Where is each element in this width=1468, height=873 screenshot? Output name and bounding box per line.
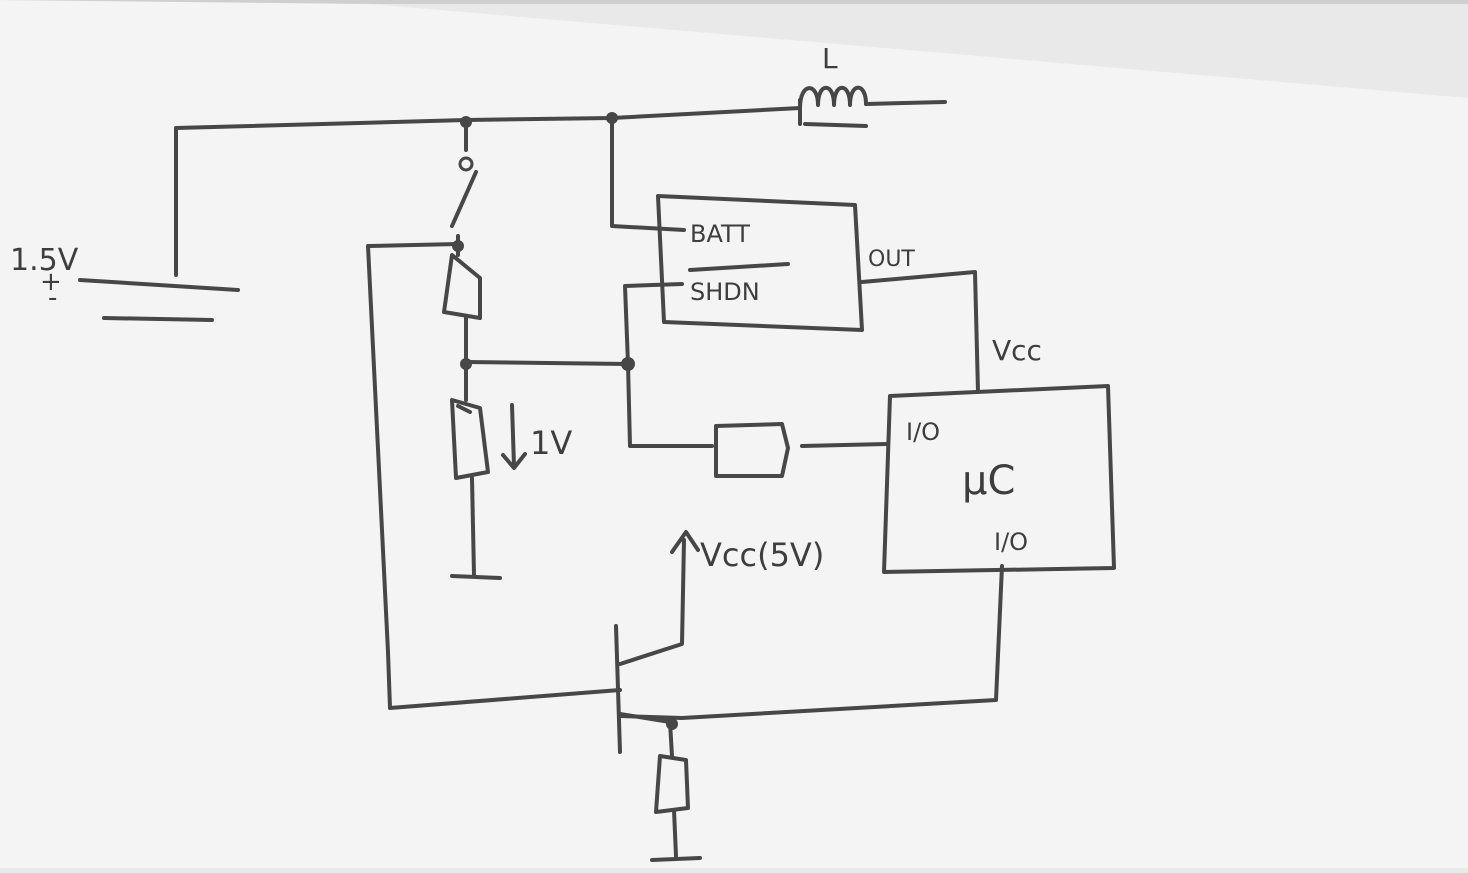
- transistor-base: [614, 624, 622, 754]
- regulator-pin-out: OUT: [868, 247, 915, 272]
- resistor-2: [450, 398, 490, 480]
- mcu-box: [882, 384, 1116, 574]
- ground-1: [450, 574, 502, 580]
- switch-contact-top: [458, 156, 474, 172]
- transistor-collector: [618, 538, 686, 666]
- junction-switch-bottom: [452, 240, 464, 252]
- voltage-arrow: [501, 403, 527, 470]
- resistor-2-detail: [456, 404, 472, 414]
- inductor-label: L: [822, 42, 838, 75]
- switch-blade: [450, 170, 478, 228]
- paper-shadow: [0, 0, 1468, 4]
- junction-emitter: [666, 718, 678, 730]
- push-button: [714, 422, 790, 478]
- battery-plate-short: [102, 316, 214, 322]
- battery-plus-label: +: [40, 267, 62, 297]
- wire-divider-node: [464, 360, 630, 366]
- inductor-coil: [798, 85, 868, 110]
- regulator-pin-batt: BATT: [690, 220, 750, 248]
- wire-node-to-button: [626, 362, 714, 448]
- regulator-pin-shdn: SHDN: [690, 278, 760, 306]
- voltage-drop-label: 1V: [530, 424, 572, 462]
- battery-plate-long: [78, 278, 240, 292]
- regulator-box: [656, 194, 864, 332]
- ground-2: [650, 856, 702, 862]
- wire-button-to-io: [800, 442, 888, 448]
- mcu-label: µC: [962, 458, 1015, 504]
- mcu-io-bottom-label: I/O: [994, 528, 1028, 556]
- wire-node-to-shdn: [623, 282, 684, 366]
- shdn-overbar: [688, 262, 790, 272]
- junction-rail-switch: [460, 116, 472, 128]
- junction-divider: [460, 358, 472, 370]
- wire-out-to-vcc: [860, 270, 980, 394]
- vcc-label: Vcc: [992, 334, 1042, 367]
- resistor-1: [442, 253, 482, 320]
- mcu-io-top-label: I/O: [906, 418, 940, 446]
- junction-divider-right: [621, 357, 635, 371]
- battery-voltage-label: 1.5V: [10, 243, 79, 278]
- inductor-underline: [803, 122, 868, 128]
- junction-rail-regulator: [606, 112, 618, 124]
- wire-switch-to-base: [366, 242, 622, 710]
- vcc-5v-label: Vcc(5V): [700, 536, 824, 574]
- resistor-3: [654, 754, 690, 814]
- wire-rail-to-batt: [610, 116, 686, 232]
- vcc-arrow: [670, 530, 700, 554]
- wire-after-inductor: [864, 100, 947, 106]
- battery-minus-label: -: [48, 283, 57, 313]
- wire-r3-to-ground: [672, 808, 678, 858]
